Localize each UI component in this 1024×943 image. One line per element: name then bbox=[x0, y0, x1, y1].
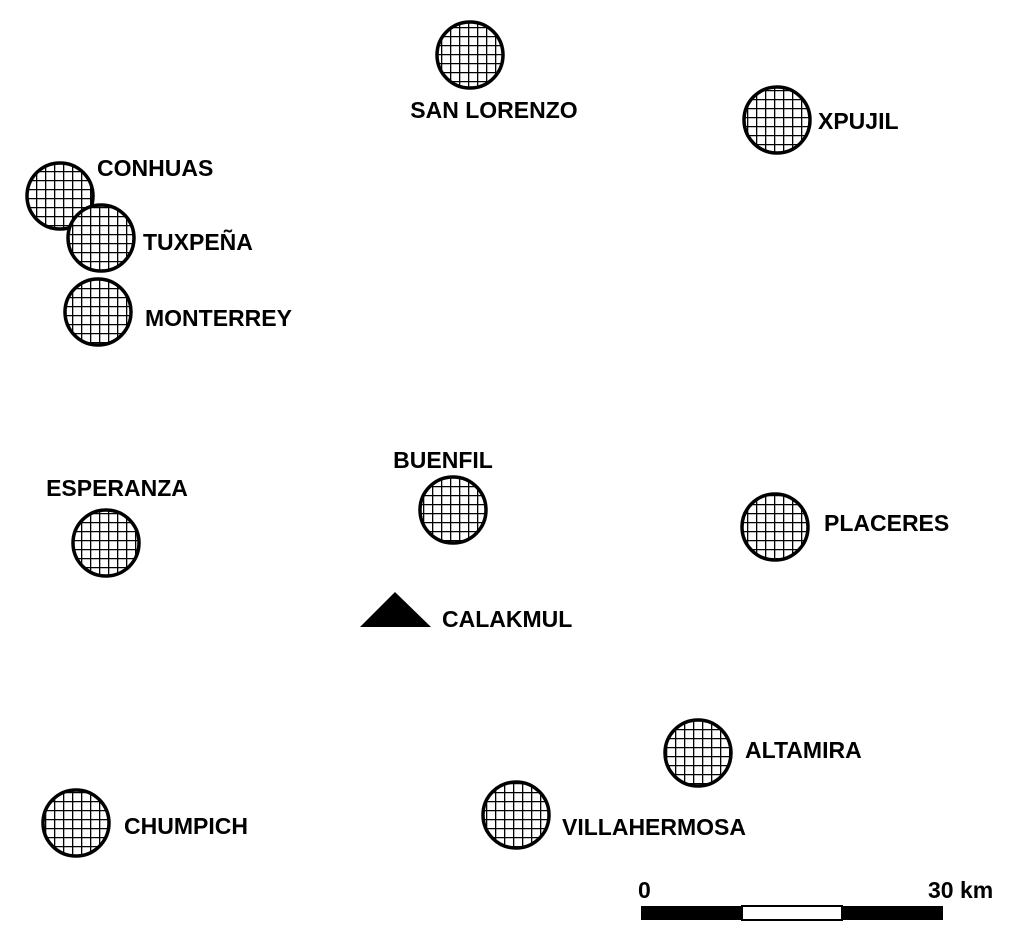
settlement-tuxpeña[interactable]: TUXPEÑA bbox=[66, 203, 253, 273]
settlement-hatched-circle-icon bbox=[418, 475, 488, 545]
settlement-hatched-circle-icon bbox=[71, 508, 141, 578]
calakmul-label: CALAKMUL bbox=[442, 606, 572, 632]
settlement-altamira[interactable]: ALTAMIRA bbox=[663, 718, 862, 788]
scale-bar: 0 30 km bbox=[638, 877, 993, 921]
settlement-label: ESPERANZA bbox=[46, 475, 188, 501]
scale-segment-3 bbox=[842, 906, 943, 920]
settlement-xpujil[interactable]: XPUJIL bbox=[742, 85, 899, 155]
settlement-label: PLACERES bbox=[824, 510, 949, 536]
settlement-label: ALTAMIRA bbox=[745, 737, 862, 763]
settlement-chumpich[interactable]: CHUMPICH bbox=[41, 788, 248, 858]
scale-start-label: 0 bbox=[638, 877, 651, 903]
settlement-hatched-circle-icon bbox=[66, 203, 136, 273]
settlement-label: MONTERREY bbox=[145, 305, 292, 331]
settlement-hatched-circle-icon bbox=[742, 85, 812, 155]
settlement-hatched-circle-icon bbox=[481, 780, 551, 850]
archaeological-site-triangle-icon bbox=[360, 592, 431, 627]
settlement-san-lorenzo[interactable]: SAN LORENZO bbox=[410, 20, 578, 123]
settlement-label: VILLAHERMOSA bbox=[562, 814, 746, 840]
settlement-hatched-circle-icon bbox=[63, 277, 133, 347]
settlement-hatched-circle-icon bbox=[663, 718, 733, 788]
settlement-hatched-circle-icon bbox=[41, 788, 111, 858]
settlement-label: CONHUAS bbox=[97, 155, 213, 181]
scale-segment-2 bbox=[741, 905, 843, 921]
settlement-label: TUXPEÑA bbox=[143, 228, 253, 255]
scale-end-label: 30 km bbox=[928, 877, 993, 903]
settlement-hatched-circle-icon bbox=[435, 20, 505, 90]
settlement-placeres[interactable]: PLACERES bbox=[740, 492, 949, 562]
settlement-villahermosa[interactable]: VILLAHERMOSA bbox=[481, 780, 746, 850]
settlement-label: BUENFIL bbox=[393, 447, 493, 473]
settlement-buenfil[interactable]: BUENFIL bbox=[393, 447, 493, 545]
settlement-conhuas[interactable]: CONHUAS bbox=[25, 155, 213, 231]
settlement-monterrey[interactable]: MONTERREY bbox=[63, 277, 292, 347]
settlement-label: SAN LORENZO bbox=[410, 97, 577, 123]
settlement-label: XPUJIL bbox=[818, 108, 899, 134]
scale-segment-1 bbox=[641, 906, 742, 920]
settlement-esperanza[interactable]: ESPERANZA bbox=[46, 475, 188, 578]
settlement-hatched-circle-icon bbox=[740, 492, 810, 562]
settlement-label: CHUMPICH bbox=[124, 813, 248, 839]
calakmul-site[interactable]: CALAKMUL bbox=[360, 592, 572, 632]
settlements-layer: SAN LORENZO XPUJIL CONHUAS TUXPEÑA MONTERREY… bbox=[25, 20, 949, 858]
settlement-hatched-circle-icon bbox=[25, 161, 95, 231]
